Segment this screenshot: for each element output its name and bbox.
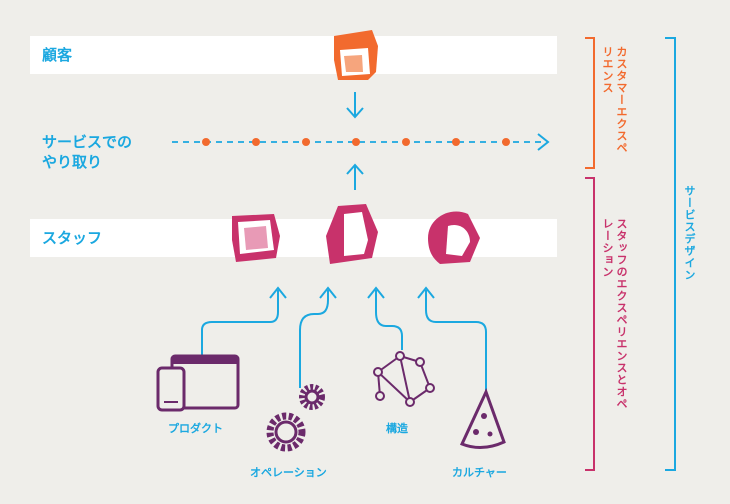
touchpoint-dot: [452, 138, 460, 146]
arrow-up-icon: [346, 163, 364, 190]
service-design-label: サービスデザイン: [683, 185, 696, 281]
staff-head-icon: [428, 211, 480, 264]
staff-head-icon: [326, 204, 378, 264]
product-caption: プロダクト: [168, 422, 223, 435]
product-icon: [156, 354, 240, 412]
touchpoint-dot: [502, 138, 510, 146]
structure-icon: [373, 351, 435, 407]
customer-experience-bracket: [585, 37, 595, 169]
customer-head-icon: [334, 30, 378, 80]
service-design-bracket: [665, 37, 676, 471]
culture-icon: [459, 388, 506, 449]
staff-head-icon: [232, 214, 280, 262]
customer-label: 顧客: [42, 46, 73, 64]
operation-caption: オペレーション: [250, 466, 327, 479]
touchpoint-dot: [352, 138, 360, 146]
arrow-down-icon: [346, 92, 364, 119]
interaction-label: サービスでの やり取り: [42, 133, 133, 171]
connector-lines: [201, 286, 487, 392]
staff-experience-label: スタッフのエクスペリエンスとオペレーション: [601, 218, 628, 410]
touchpoint-dot: [202, 138, 210, 146]
staff-label: スタッフ: [42, 229, 103, 247]
staff-experience-bracket: [585, 177, 595, 471]
touchpoint-dot: [302, 138, 310, 146]
customer-experience-label: カスタマーエクスペリエンス: [601, 46, 628, 154]
interaction-timeline: [172, 133, 550, 151]
customer-band: [30, 36, 557, 74]
operation-icon: [266, 384, 325, 452]
structure-caption: 構造: [386, 422, 408, 435]
touchpoint-dot: [402, 138, 410, 146]
culture-caption: カルチャー: [452, 466, 507, 479]
touchpoint-dot: [252, 138, 260, 146]
